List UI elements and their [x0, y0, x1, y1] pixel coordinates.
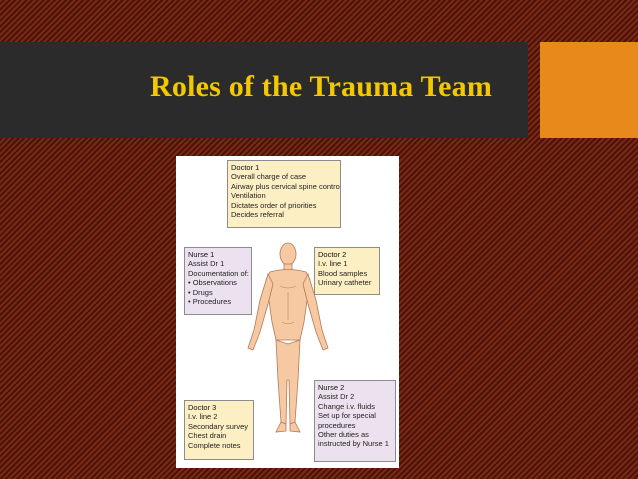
nurse2-line: Set up for special [318, 411, 376, 421]
doctor3-heading: Doctor 3 [188, 403, 217, 412]
accent-block [540, 42, 638, 138]
human-body-illustration [247, 242, 329, 433]
doctor1-line: Overall charge of case [231, 172, 307, 182]
doctor2-line: I.v. line 1 [318, 259, 348, 269]
nurse2-heading: Nurse 2 [318, 383, 345, 392]
nurse2-line: Other duties as [318, 430, 369, 440]
doctor3-line: Chest drain [188, 431, 227, 441]
nurse1-heading: Nurse 1 [188, 250, 215, 259]
title-bar [0, 42, 528, 138]
doctor3-line: I.v. line 2 [188, 412, 218, 422]
slide-title: Roles of the Trauma Team [150, 70, 493, 103]
doctor2-heading: Doctor 2 [318, 250, 347, 259]
doctor2-line: Urinary catheter [318, 278, 372, 288]
doctor1-heading: Doctor 1 [231, 163, 260, 172]
doctor3-line: Secondary survey [188, 421, 249, 431]
nurse2-line: Assist Dr 2 [318, 392, 355, 402]
doctor1-line: Ventilation [231, 191, 266, 201]
doctor1-line: Dictates order of priorities [231, 200, 317, 210]
nurse1-line: • Drugs [188, 287, 213, 297]
nurse1-line: • Observations [188, 278, 237, 288]
nurse1-line: Documentation of: [188, 268, 249, 278]
nurse2-line: instructed by Nurse 1 [318, 439, 389, 449]
nurse1-role-box: Nurse 1 Assist Dr 1 Documentation of: • … [184, 247, 252, 315]
nurse1-line: • Procedures [188, 297, 232, 307]
doctor1-role-box: Doctor 1 Overall charge of case Airway p… [227, 160, 341, 228]
doctor1-line: Airway plus cervical spine control [231, 181, 341, 191]
nurse2-line: procedures [318, 420, 356, 430]
nurse2-role-box: Nurse 2 Assist Dr 2 Change i.v. fluids S… [314, 380, 396, 462]
doctor1-line: Decides referral [231, 210, 284, 220]
trauma-team-figure: Doctor 1 Overall charge of case Airway p… [176, 156, 399, 468]
doctor3-role-box: Doctor 3 I.v. line 2 Secondary survey Ch… [184, 400, 254, 460]
doctor3-line: Complete notes [188, 440, 241, 450]
nurse1-line: Assist Dr 1 [188, 259, 225, 269]
nurse2-line: Change i.v. fluids [318, 401, 375, 411]
doctor2-role-box: Doctor 2 I.v. line 1 Blood samples Urina… [314, 247, 380, 295]
doctor2-line: Blood samples [318, 268, 368, 278]
